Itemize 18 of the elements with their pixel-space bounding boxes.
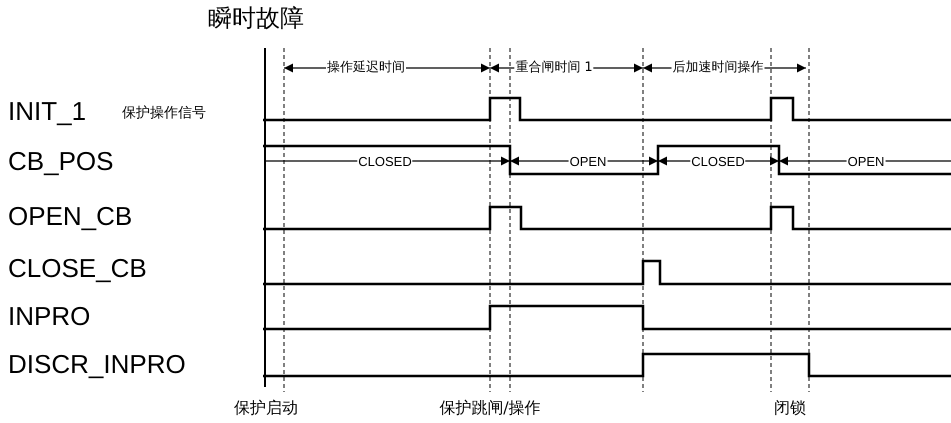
event-label: 闭锁 [774,400,806,416]
state-label: CLOSED [357,155,413,168]
state-label: OPEN [846,155,886,168]
interval-label: 操作延迟时间 [326,61,406,74]
signal-description: 保护操作信号 [122,106,206,120]
signal-name: OPEN_CB [8,203,132,229]
event-label: 保护启动 [234,400,298,416]
interval-label: 后加速时间操作 [672,61,764,74]
title: 瞬时故障 [208,6,304,30]
signal-name: CLOSE_CB [8,255,147,281]
signal-name: CB_POS [8,148,114,174]
state-label: OPEN [568,155,608,168]
event-label: 保护跳闸/操作 [439,400,541,416]
signal-name: DISCR_INPRO [8,351,186,377]
interval-label: 重合闸时间 1 [514,61,594,74]
signal-name: INPRO [8,303,90,329]
state-label: CLOSED [690,155,746,168]
signal-name: INIT_1 [8,98,86,124]
